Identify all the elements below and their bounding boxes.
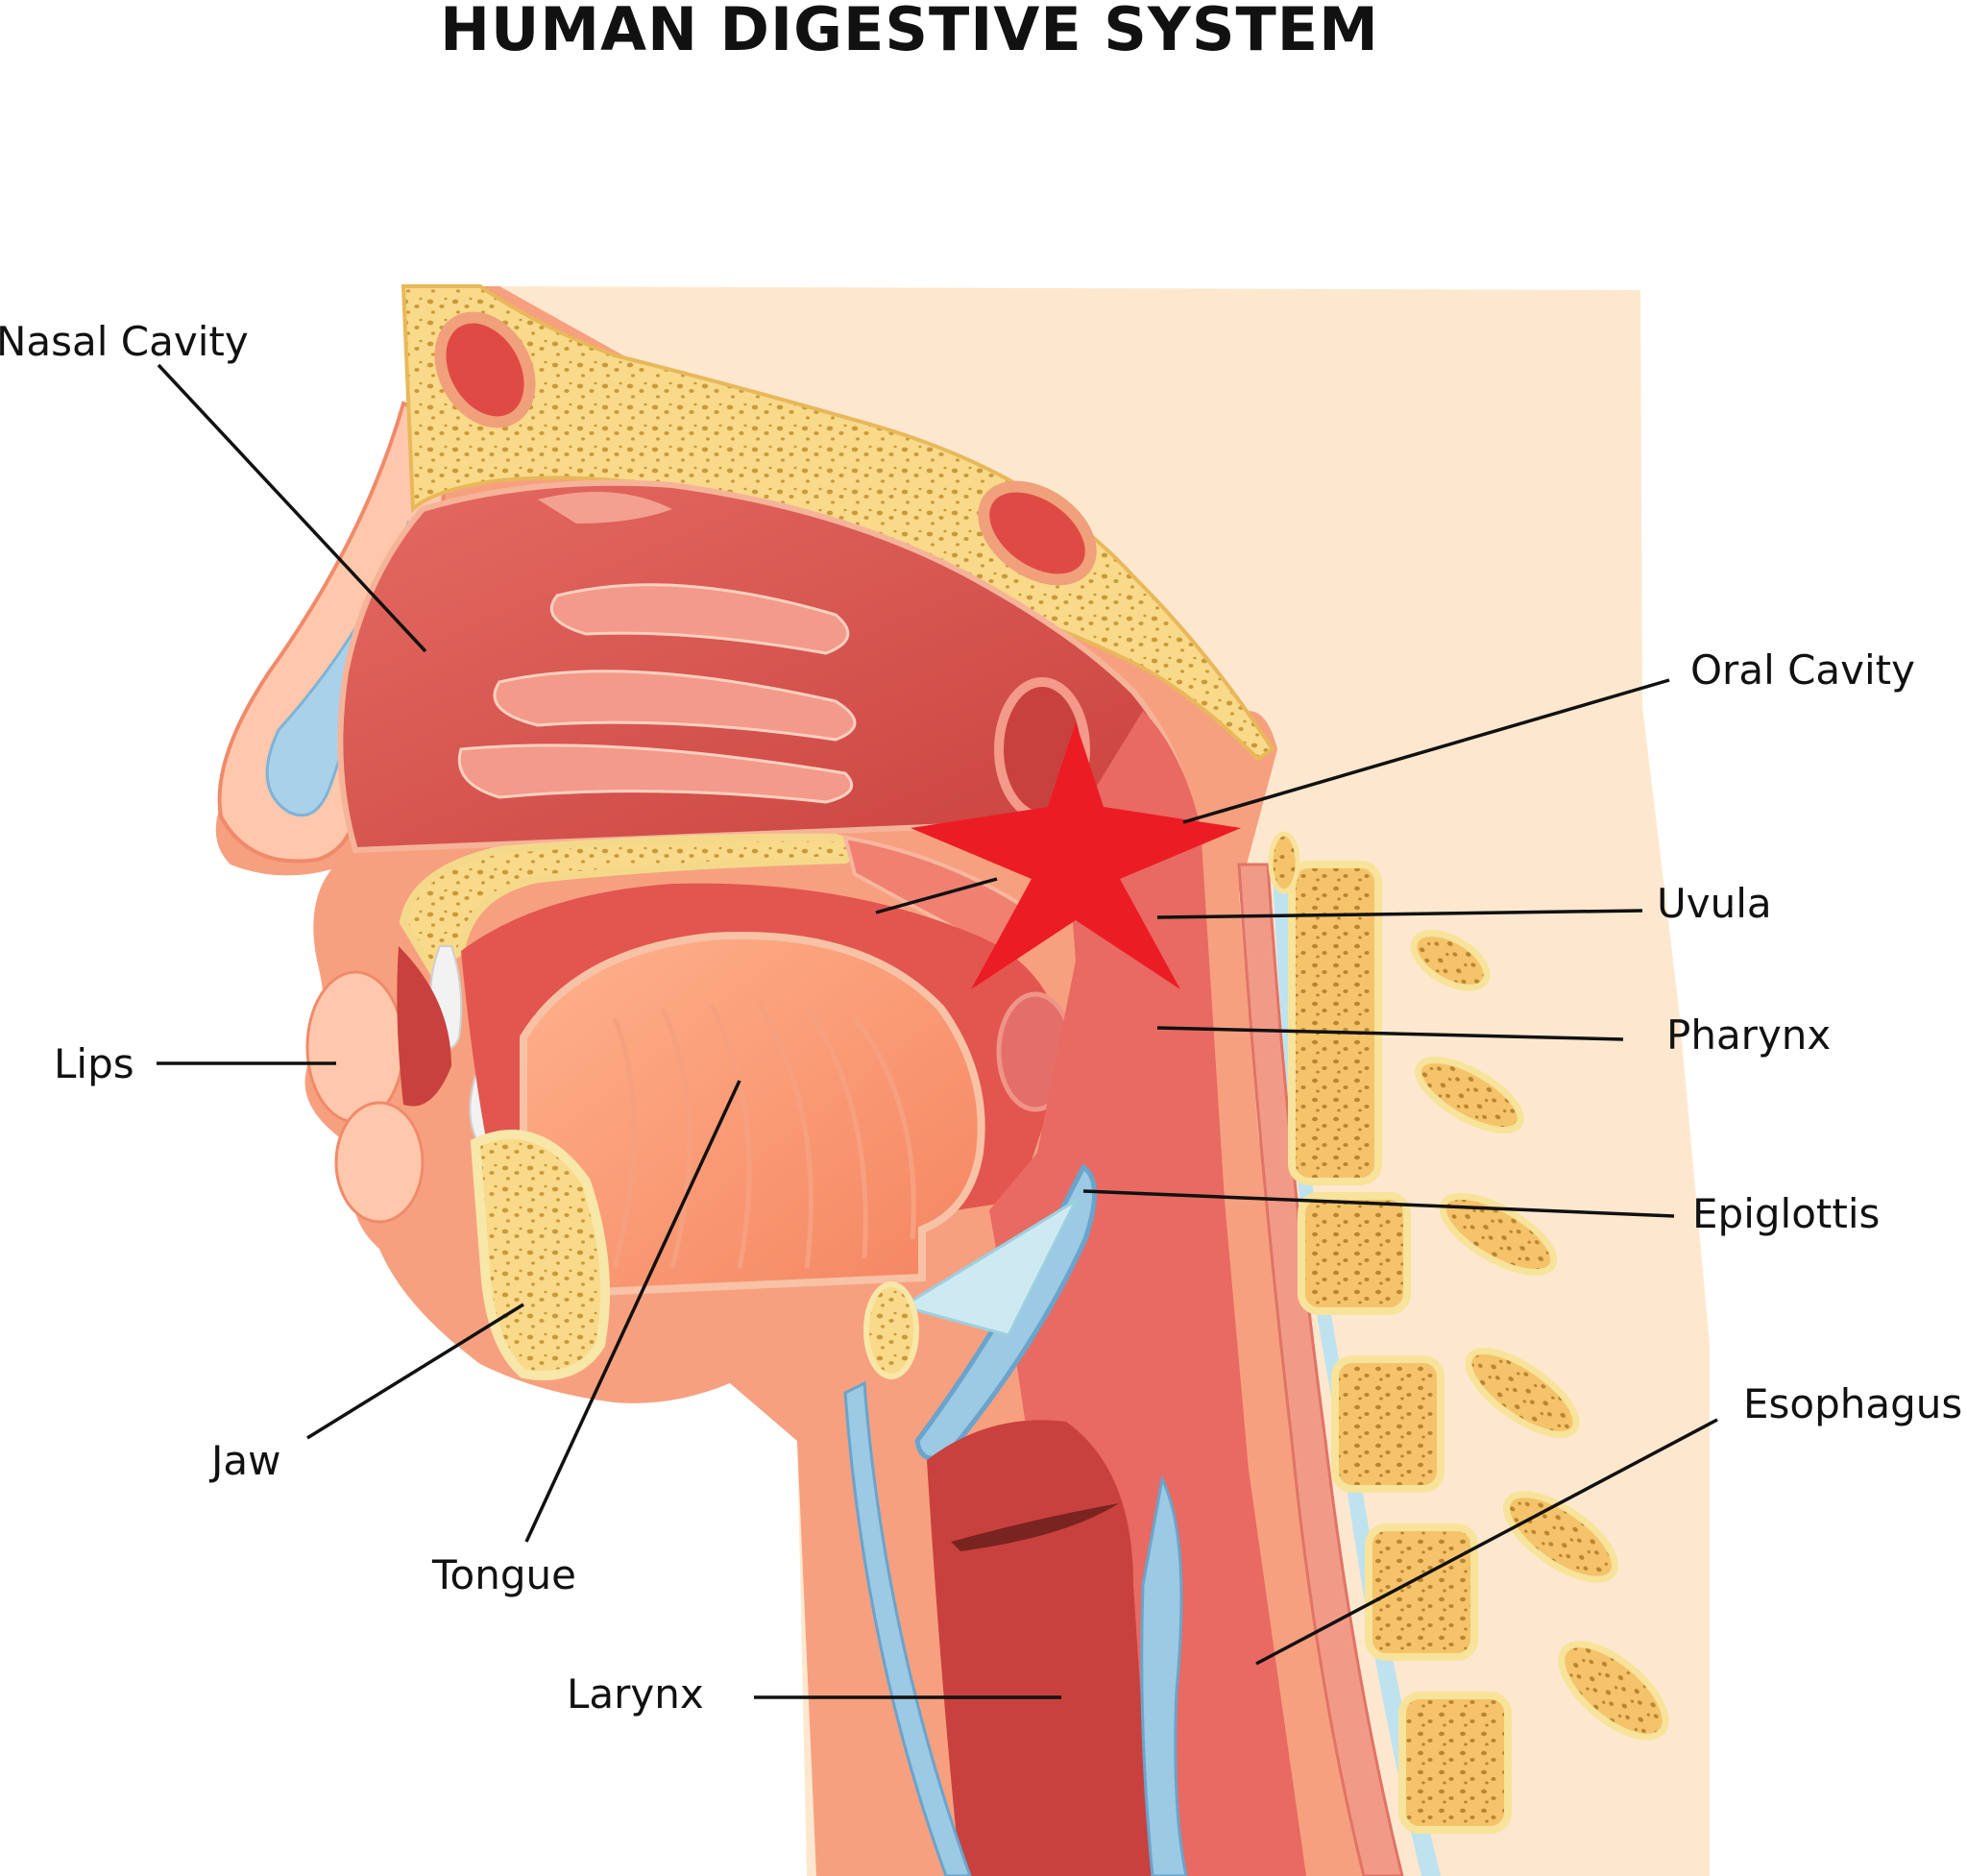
hyoid-bone [863, 1281, 919, 1379]
leader-epiglottis [1082, 1189, 1675, 1218]
label-uvula: Uvula [1657, 880, 1772, 927]
label-jaw: Jaw [208, 1437, 280, 1484]
leader-nasal-cavity [157, 363, 427, 653]
cricoid-cartilage [1140, 1474, 1188, 1876]
tongue-muscle-fibers [612, 1002, 916, 1269]
atlas-vertebra [1268, 831, 1300, 894]
label-epiglottis: Epiglottis [1692, 1190, 1880, 1237]
nasal-turbinate-3 [493, 670, 857, 742]
label-nasal-cavity: Nasal Cavity [0, 318, 249, 365]
leader-esophagus [1255, 1418, 1718, 1666]
nasal-turbinate-1 [538, 492, 672, 524]
label-esophagus: Esophagus [1743, 1380, 1962, 1427]
leader-pharynx [1156, 1026, 1624, 1041]
upper-lip [305, 970, 405, 1124]
label-larynx: Larynx [567, 1670, 704, 1718]
leader-oral-cavity-inner [875, 877, 998, 914]
leader-uvula [1156, 909, 1643, 919]
leader-tongue [524, 1080, 741, 1543]
label-lips: Lips [54, 1040, 134, 1087]
leader-oral-cavity [1182, 678, 1670, 824]
label-oral-cavity: Oral Cavity [1690, 646, 1915, 694]
frontal-sinus [434, 311, 536, 428]
page-title: HUMAN DIGESTIVE SYSTEM [440, 0, 1379, 64]
sphenoid-sinus [978, 480, 1097, 586]
vocal-fold [951, 1503, 1119, 1551]
hyoid-ligament [899, 1196, 1080, 1337]
red-star-marker [911, 722, 1241, 989]
lower-lip [334, 1101, 425, 1224]
leader-jaw [306, 1303, 524, 1440]
label-tongue: Tongue [431, 1551, 576, 1598]
leader-lines [157, 363, 1718, 1699]
nasal-turbinate-2 [549, 583, 850, 655]
spinous-processes [1410, 930, 1669, 1741]
thyroid-cartilage [843, 1380, 972, 1876]
label-pharynx: Pharynx [1666, 1011, 1831, 1059]
vertebrae [1288, 861, 1512, 1834]
mouth-opening [397, 946, 451, 1107]
nasal-turbinate-4 [458, 743, 854, 804]
